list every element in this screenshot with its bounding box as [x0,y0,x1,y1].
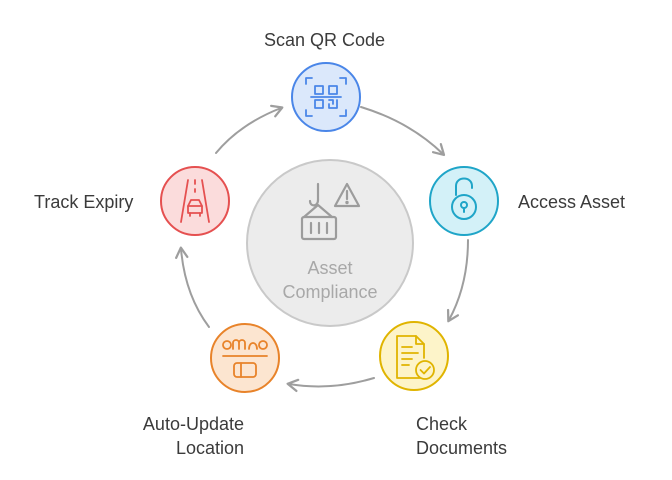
arrow-check-to-auto [286,377,375,393]
label-auto-update-location-line2: Location [175,438,244,458]
label-check-documents-line1: Check [416,414,468,434]
label-auto-update-location: Auto-Update Location [130,412,244,460]
crane-warning-icon [300,182,361,241]
center-node [246,159,414,327]
label-access-asset: Access Asset [518,192,626,212]
arrow-auto-to-track [175,246,210,328]
arrow-scan-to-access [360,106,446,157]
unlocked-padlock-icon [451,177,477,220]
cycle-arrows [175,104,469,393]
center-label-line2: Compliance [282,282,378,302]
center-label-line1: Asset [307,258,353,278]
center-label: Asset Compliance [250,256,410,304]
node-scan-qr-code [291,62,361,132]
qr-code-icon [305,77,347,117]
node-access-asset [429,166,499,236]
node-track-expiry [160,166,230,236]
route-map-icon [222,339,268,378]
label-check-documents: Check Documents [416,412,507,460]
label-auto-update-location-line1: Auto-Update [142,414,244,434]
arrow-access-to-check [446,239,469,323]
node-auto-update-location [210,323,280,393]
label-track-expiry: Track Expiry [34,192,134,212]
label-check-documents-line2: Documents [416,438,508,458]
node-check-documents [379,321,449,391]
label-scan-qr-code: Scan QR Code [264,30,386,50]
road-car-icon [180,179,210,223]
document-check-icon [396,335,435,380]
arrow-track-to-scan [215,104,284,154]
